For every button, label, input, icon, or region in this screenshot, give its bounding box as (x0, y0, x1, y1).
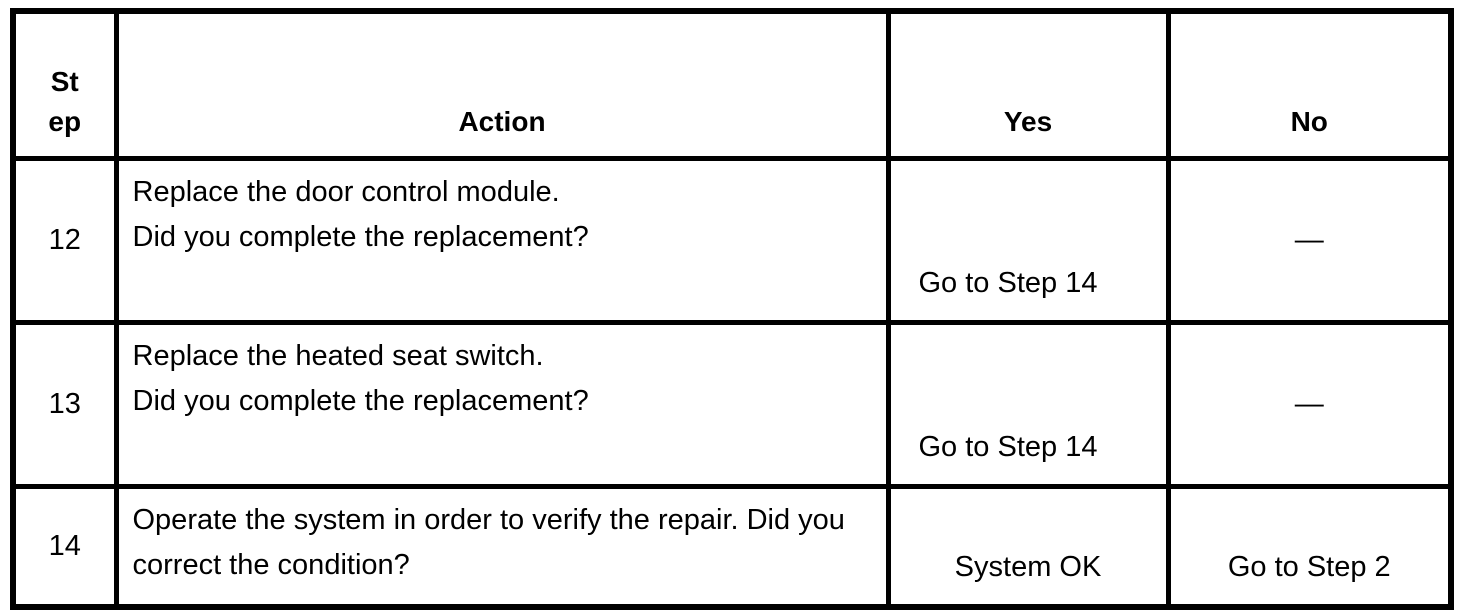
yes-cell: System OK (885, 483, 1171, 610)
action-cell: Replace the door control module. Did you… (113, 155, 891, 325)
step-number-cell: 14 (10, 483, 119, 610)
no-cell: — (1165, 155, 1454, 325)
table-row-step-12: 12 Replace the door control module. Did … (10, 155, 1454, 325)
table-row-step-14: 14 Operate the system in order to verify… (10, 483, 1454, 610)
step-header-line2: ep (48, 105, 82, 137)
action-header-cell: Action (113, 8, 891, 161)
yes-cell: Go to Step 14 (885, 319, 1171, 489)
yes-cell: Go to Step 14 (885, 155, 1171, 325)
table-row-step-13: 13 Replace the heated seat switch. Did y… (10, 319, 1454, 489)
action-cell: Operate the system in order to verify th… (113, 483, 891, 610)
no-cell: Go to Step 2 (1165, 483, 1454, 610)
yes-header-cell: Yes (885, 8, 1171, 161)
action-line: Operate the system in order to verify th… (132, 503, 845, 536)
no-header-cell: No (1165, 8, 1454, 161)
step-number-cell: 12 (10, 155, 119, 325)
header-row: St ep Action Yes No (10, 8, 1454, 161)
step-header-cell: St ep (10, 8, 119, 161)
action-line: Replace the door control module. (132, 175, 560, 208)
action-line: Did you complete the replacement? (132, 384, 589, 417)
diagnostic-steps-table: St ep Action Yes No 12 Replace the door … (10, 8, 1454, 610)
step-number-cell: 13 (10, 319, 119, 489)
step-header-line1: St (50, 65, 79, 97)
action-cell: Replace the heated seat switch. Did you … (113, 319, 891, 489)
action-line: Replace the heated seat switch. (132, 339, 544, 372)
no-cell: — (1165, 319, 1454, 489)
action-line: Did you complete the replacement? (132, 220, 589, 253)
action-line: correct the condition? (132, 548, 410, 581)
